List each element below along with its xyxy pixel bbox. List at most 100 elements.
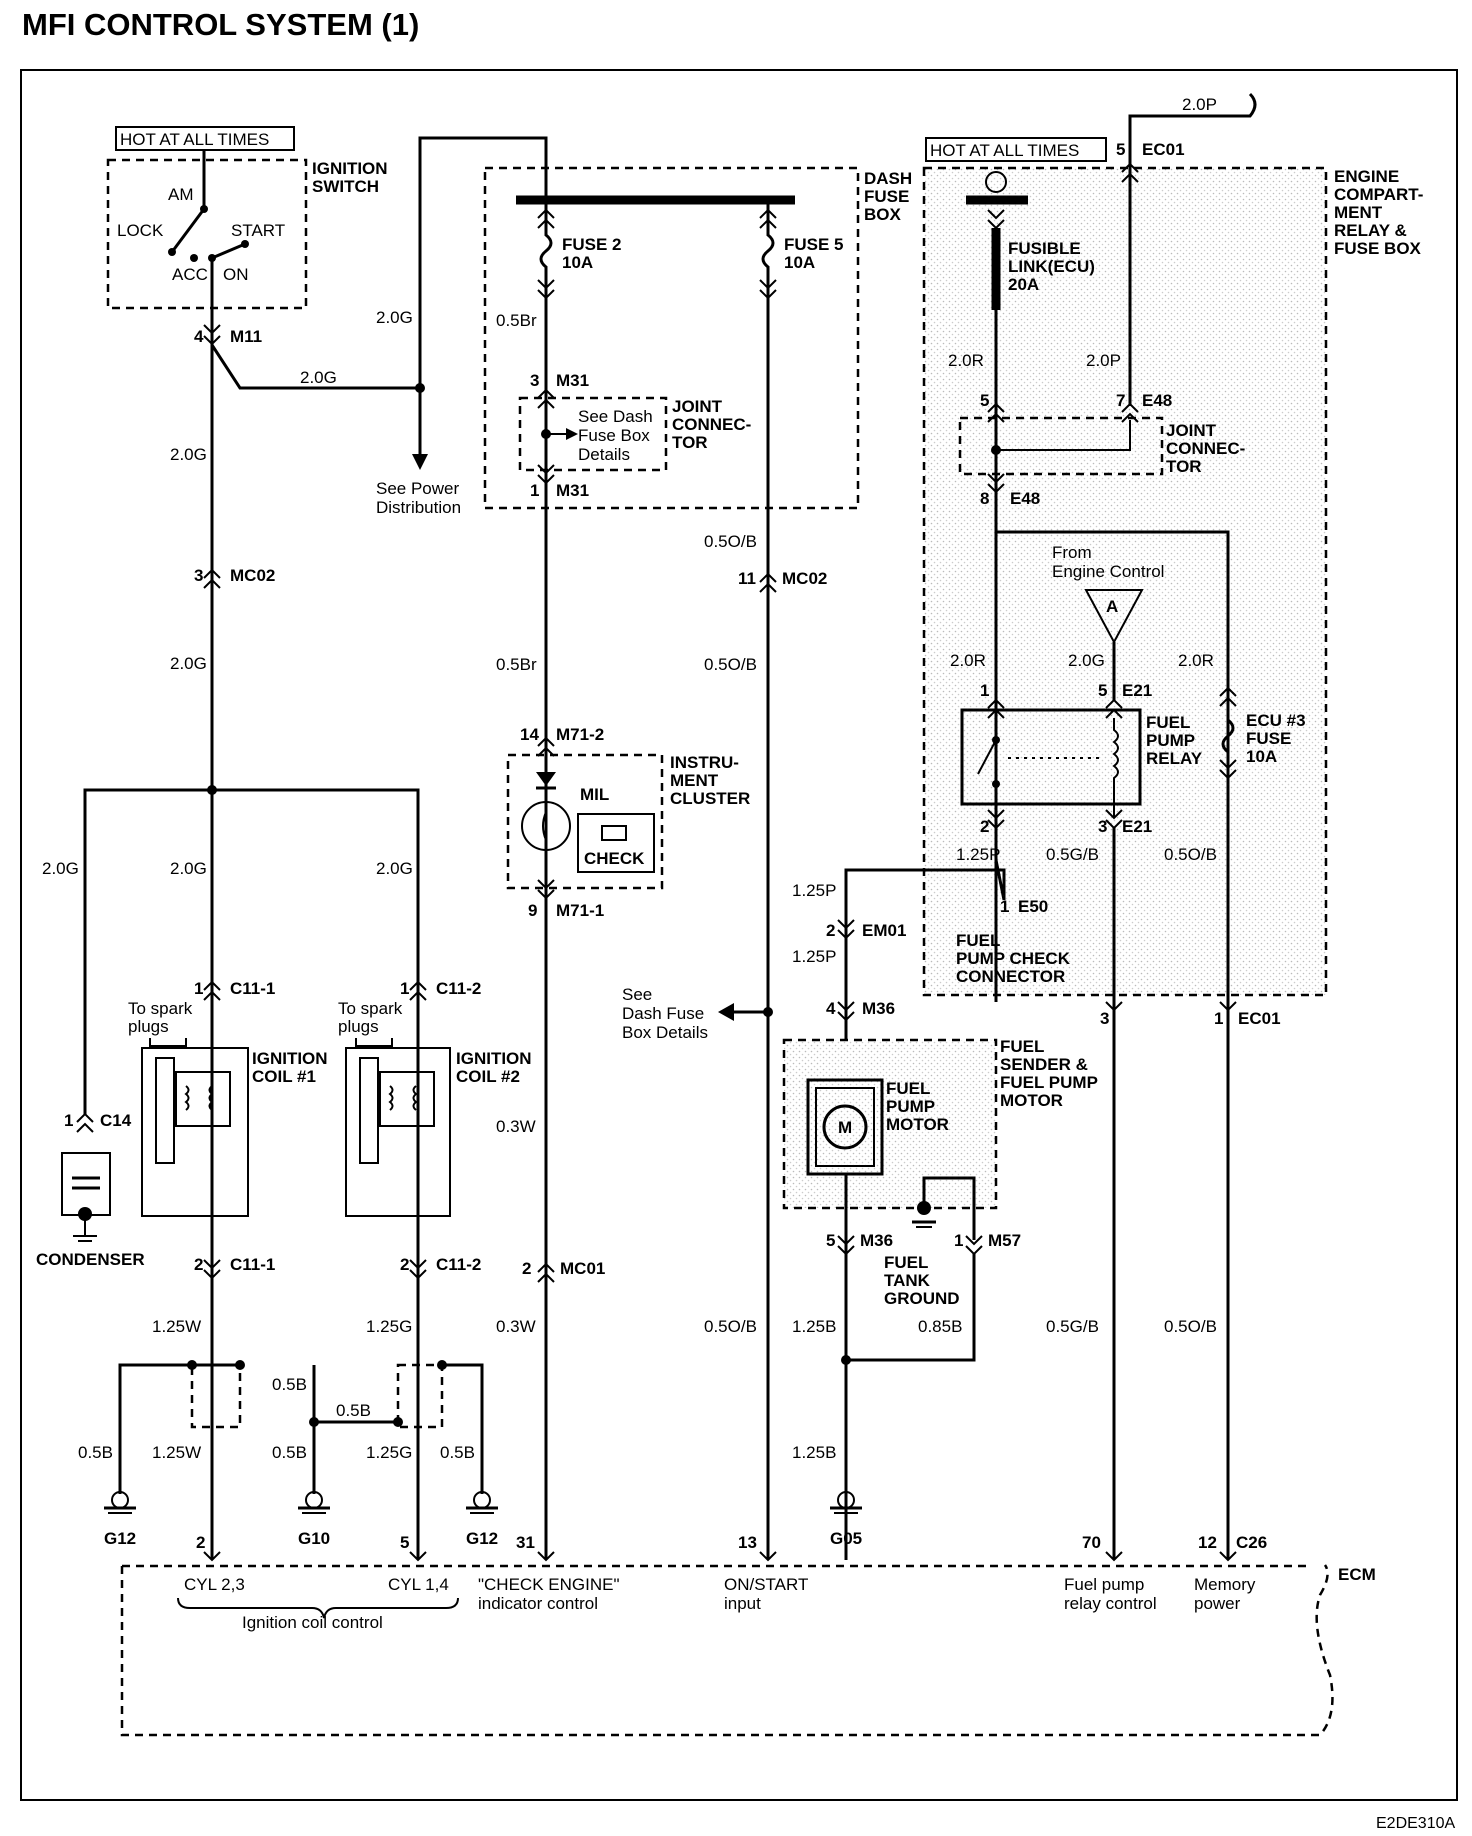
svg-text:G10: G10 <box>298 1529 330 1548</box>
svg-text:FUSE: FUSE <box>1246 729 1291 748</box>
svg-text:2: 2 <box>826 921 835 940</box>
svg-text:relay control: relay control <box>1064 1594 1157 1613</box>
svg-text:input: input <box>724 1594 761 1613</box>
svg-text:FUSE BOX: FUSE BOX <box>1334 239 1422 258</box>
svg-text:0.5G/B: 0.5G/B <box>1046 845 1099 864</box>
svg-text:CLUSTER: CLUSTER <box>670 789 750 808</box>
svg-text:3: 3 <box>530 371 539 390</box>
svg-text:PUMP: PUMP <box>886 1097 935 1116</box>
svg-text:CONNECTOR: CONNECTOR <box>956 967 1065 986</box>
svg-text:M57: M57 <box>988 1231 1021 1250</box>
svg-text:E21: E21 <box>1122 817 1152 836</box>
svg-text:1.25G: 1.25G <box>366 1317 412 1336</box>
svg-text:ACC: ACC <box>172 265 208 284</box>
svg-text:MOTOR: MOTOR <box>1000 1091 1063 1110</box>
svg-text:E48: E48 <box>1142 391 1172 410</box>
svg-text:EC01: EC01 <box>1238 1009 1281 1028</box>
svg-text:From: From <box>1052 543 1092 562</box>
svg-text:0.5B: 0.5B <box>440 1443 475 1462</box>
svg-text:2.0G: 2.0G <box>1068 651 1105 670</box>
wire-label: 2.0G <box>300 368 337 387</box>
svg-text:EC01: EC01 <box>1142 140 1185 159</box>
svg-text:C14: C14 <box>100 1111 132 1130</box>
ground-icon <box>298 1491 330 1514</box>
svg-text:Distribution: Distribution <box>376 498 461 517</box>
ignition-coil-1: To spark plugs IGNITION COIL #1 <box>128 999 328 1217</box>
svg-text:Details: Details <box>578 445 630 464</box>
svg-text:5: 5 <box>1098 681 1107 700</box>
svg-text:MC02: MC02 <box>782 569 827 588</box>
svg-text:A: A <box>1106 597 1118 616</box>
svg-text:HOT AT ALL TIMES: HOT AT ALL TIMES <box>930 141 1079 160</box>
svg-text:ON: ON <box>223 265 249 284</box>
svg-text:2.0R: 2.0R <box>948 351 984 370</box>
pin-m11: 4 <box>194 327 204 346</box>
svg-text:FUSE 2: FUSE 2 <box>562 235 622 254</box>
svg-text:31: 31 <box>516 1533 535 1552</box>
svg-text:8: 8 <box>980 489 989 508</box>
svg-text:JOINT: JOINT <box>1166 421 1217 440</box>
svg-text:G12: G12 <box>466 1529 498 1548</box>
svg-text:HOT AT ALL TIMES: HOT AT ALL TIMES <box>120 130 269 149</box>
svg-text:0.85B: 0.85B <box>918 1317 962 1336</box>
svg-text:2.0R: 2.0R <box>950 651 986 670</box>
svg-text:ENGINE: ENGINE <box>1334 167 1399 186</box>
diagram-frame <box>20 69 1458 1801</box>
svg-text:3: 3 <box>194 566 203 585</box>
svg-text:0.5B: 0.5B <box>336 1401 371 1420</box>
svg-text:1.25P: 1.25P <box>792 947 836 966</box>
svg-text:IGNITION: IGNITION <box>456 1049 532 1068</box>
svg-text:FUSE: FUSE <box>864 187 909 206</box>
ignition-coil-2: To spark plugs IGNITION COIL #2 <box>338 999 532 1217</box>
svg-text:MC02: MC02 <box>230 566 275 585</box>
svg-text:START: START <box>231 221 285 240</box>
svg-text:TANK: TANK <box>884 1271 931 1290</box>
svg-text:See Power: See Power <box>376 479 459 498</box>
svg-text:5: 5 <box>400 1533 409 1552</box>
svg-text:C11-1: C11-1 <box>230 1255 275 1274</box>
figure-code: E2DE310A <box>1376 1815 1455 1832</box>
arrow-left-icon <box>718 1003 734 1021</box>
svg-text:2: 2 <box>194 1255 203 1274</box>
ground-network: 0.5B 0.5B 0.5B 0.5B 0.5B G12 G10 G12 <box>78 1360 498 1548</box>
dash-fuse-box: DASH FUSE BOX FUSE 2 10A FUSE 5 10A See … <box>483 166 912 510</box>
svg-text:5: 5 <box>826 1231 835 1250</box>
svg-text:FUEL PUMP: FUEL PUMP <box>1000 1073 1098 1092</box>
ignition-switch: HOT AT ALL TIMES IGNITION SWITCH AM LOCK… <box>106 126 388 310</box>
svg-text:BOX: BOX <box>864 205 902 224</box>
svg-text:4: 4 <box>826 999 836 1018</box>
svg-text:RELAY: RELAY <box>1146 749 1203 768</box>
svg-text:12: 12 <box>1198 1533 1217 1552</box>
svg-text:ECU #3: ECU #3 <box>1246 711 1306 730</box>
svg-text:C11-1: C11-1 <box>230 979 275 998</box>
svg-text:2: 2 <box>980 817 989 836</box>
svg-text:M71-1: M71-1 <box>556 901 604 920</box>
svg-text:M36: M36 <box>860 1231 893 1250</box>
svg-text:M31: M31 <box>556 371 589 390</box>
svg-text:20A: 20A <box>1008 275 1039 294</box>
svg-text:FUSIBLE: FUSIBLE <box>1008 239 1081 258</box>
svg-text:10A: 10A <box>562 253 593 272</box>
ground-icon <box>466 1491 498 1514</box>
svg-text:1: 1 <box>530 481 539 500</box>
svg-text:To spark: To spark <box>338 999 403 1018</box>
svg-text:1.25W: 1.25W <box>152 1317 201 1336</box>
svg-text:IGNITION: IGNITION <box>312 159 388 178</box>
svg-text:MOTOR: MOTOR <box>886 1115 949 1134</box>
svg-text:MIL: MIL <box>580 785 609 804</box>
svg-text:RELAY &: RELAY & <box>1334 221 1407 240</box>
svg-text:0.5B: 0.5B <box>78 1443 113 1462</box>
svg-text:plugs: plugs <box>128 1017 169 1036</box>
svg-text:COIL #2: COIL #2 <box>456 1067 520 1086</box>
svg-text:M36: M36 <box>862 999 895 1018</box>
svg-text:2.0P: 2.0P <box>1182 95 1217 114</box>
svg-text:Memory: Memory <box>1194 1575 1256 1594</box>
svg-text:1.25P: 1.25P <box>792 881 836 900</box>
ground-icon <box>104 1491 136 1514</box>
svg-text:1.25G: 1.25G <box>366 1443 412 1462</box>
svg-text:PUMP: PUMP <box>1146 731 1195 750</box>
svg-text:Ignition coil control: Ignition coil control <box>242 1613 383 1632</box>
svg-text:E21: E21 <box>1122 681 1152 700</box>
conn-m11: M11 <box>230 327 262 346</box>
svg-text:1: 1 <box>400 979 409 998</box>
